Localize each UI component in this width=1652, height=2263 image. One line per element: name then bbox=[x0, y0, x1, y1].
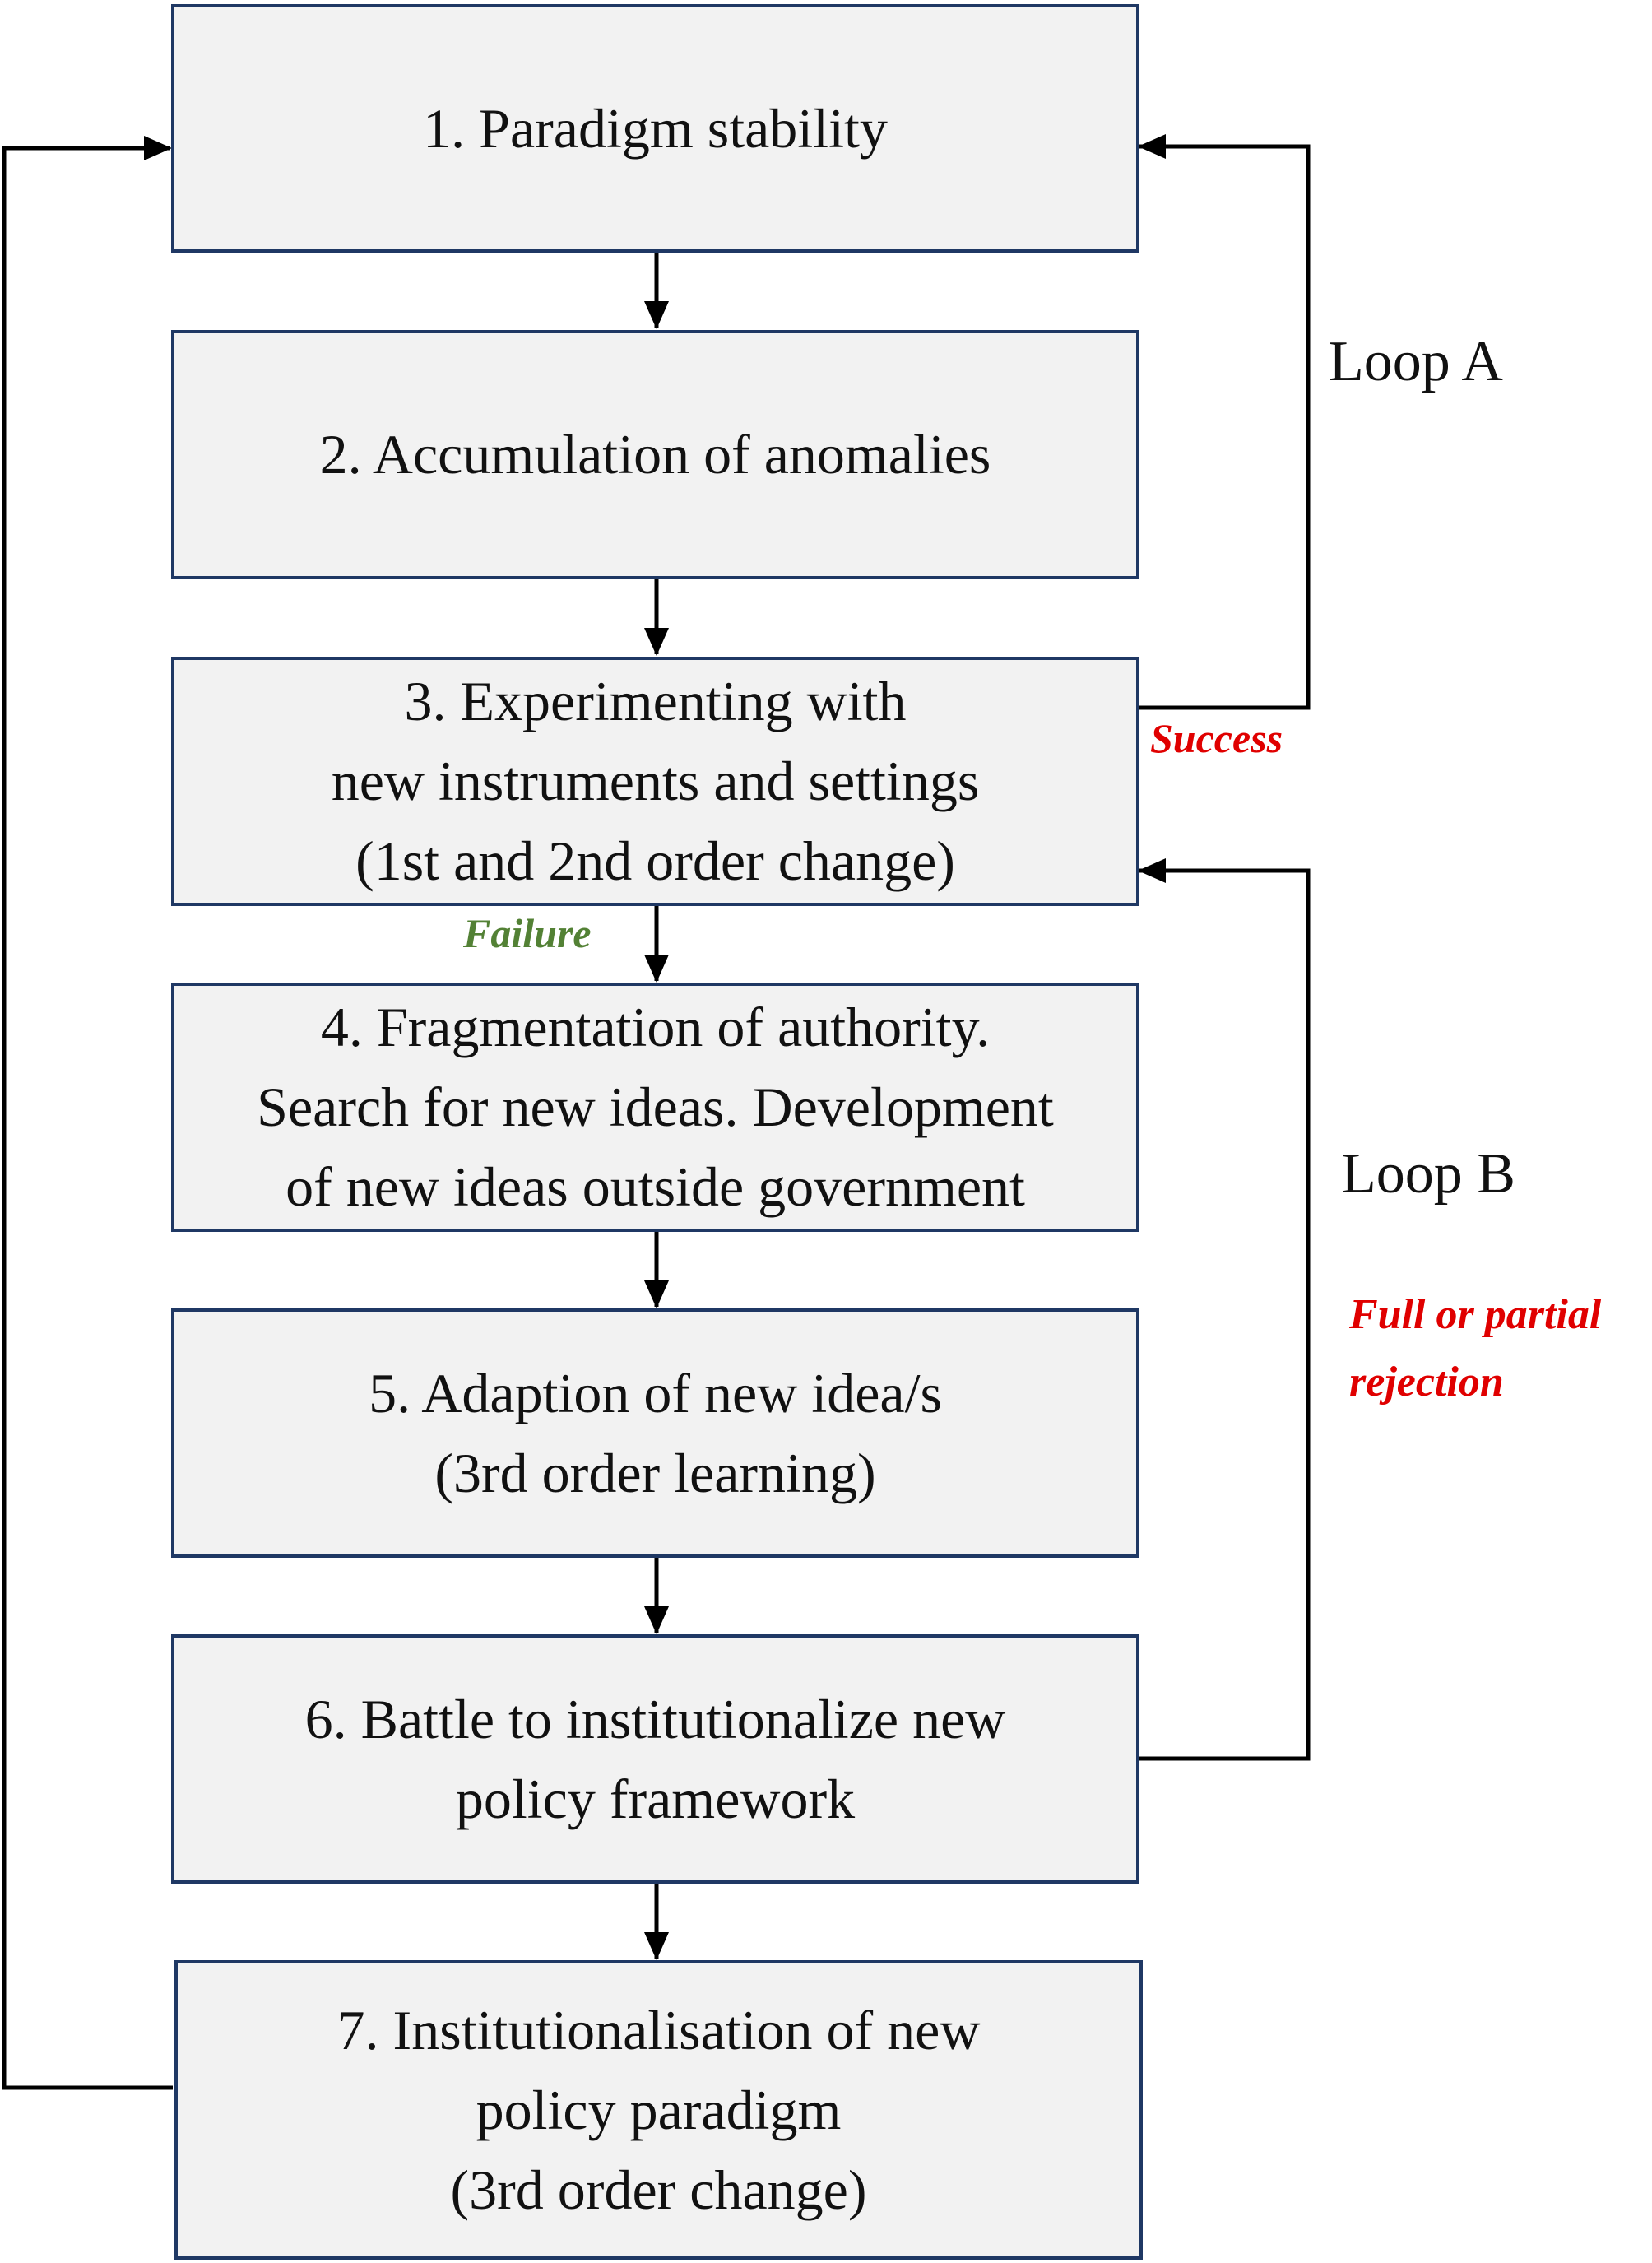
stage-5-box: 5. Adaption of new idea/s (3rd order lea… bbox=[171, 1308, 1139, 1558]
success-label: Success bbox=[1150, 715, 1283, 761]
stage-4-box: 4. Fragmentation of authority. Search fo… bbox=[171, 983, 1139, 1232]
stage-5-line-1: 5. Adaption of new idea/s bbox=[369, 1361, 942, 1424]
stage-4-line-1: 4. Fragmentation of authority. bbox=[320, 996, 991, 1058]
stage-7-line-3: (3rd order change) bbox=[450, 2158, 867, 2221]
stage-7-line-1: 7. Institutionalisation of new bbox=[336, 1998, 981, 2061]
stage-6-line-1: 6. Battle to institutionalize new bbox=[304, 1687, 1006, 1750]
stage-3-line-2: new instruments and settings bbox=[331, 750, 980, 812]
loop-b-connector bbox=[1138, 858, 1311, 1761]
rejection-label-line-2: rejection bbox=[1349, 1359, 1504, 1406]
stage-4-line-2: Search for new ideas. Development bbox=[257, 1076, 1054, 1138]
stage-1-box: 1. Paradigm stability bbox=[171, 4, 1139, 253]
loop-a-connector bbox=[1138, 134, 1311, 710]
stage-7-line-2: policy paradigm bbox=[476, 2078, 842, 2141]
failure-label: Failure bbox=[463, 910, 592, 956]
stage-2-line: 2. Accumulation of anomalies bbox=[319, 423, 991, 486]
stage-3-line-3: (1st and 2nd order change) bbox=[355, 829, 955, 892]
stage-5-line-2: (3rd order learning) bbox=[434, 1441, 876, 1504]
stage-3-line-1: 3. Experimenting with bbox=[404, 670, 907, 732]
rejection-label-line-1: Full or partial bbox=[1349, 1291, 1602, 1338]
outer-loop-connector bbox=[2, 136, 173, 2090]
stage-6-line-2: policy framework bbox=[455, 1767, 856, 1830]
stage-1-line: 1. Paradigm stability bbox=[423, 96, 888, 160]
stage-3-box: 3. Experimenting with new instruments an… bbox=[171, 657, 1139, 906]
stage-7-box: 7. Institutionalisation of new policy pa… bbox=[174, 1960, 1143, 2260]
stage-2-box: 2. Accumulation of anomalies bbox=[171, 330, 1139, 579]
loop-b-label: Loop B bbox=[1341, 1142, 1515, 1206]
loop-a-label: Loop A bbox=[1329, 330, 1503, 393]
stage-6-box: 6. Battle to institutionalize new policy… bbox=[171, 1634, 1139, 1884]
stage-4-line-3: of new ideas outside government bbox=[285, 1155, 1025, 1218]
